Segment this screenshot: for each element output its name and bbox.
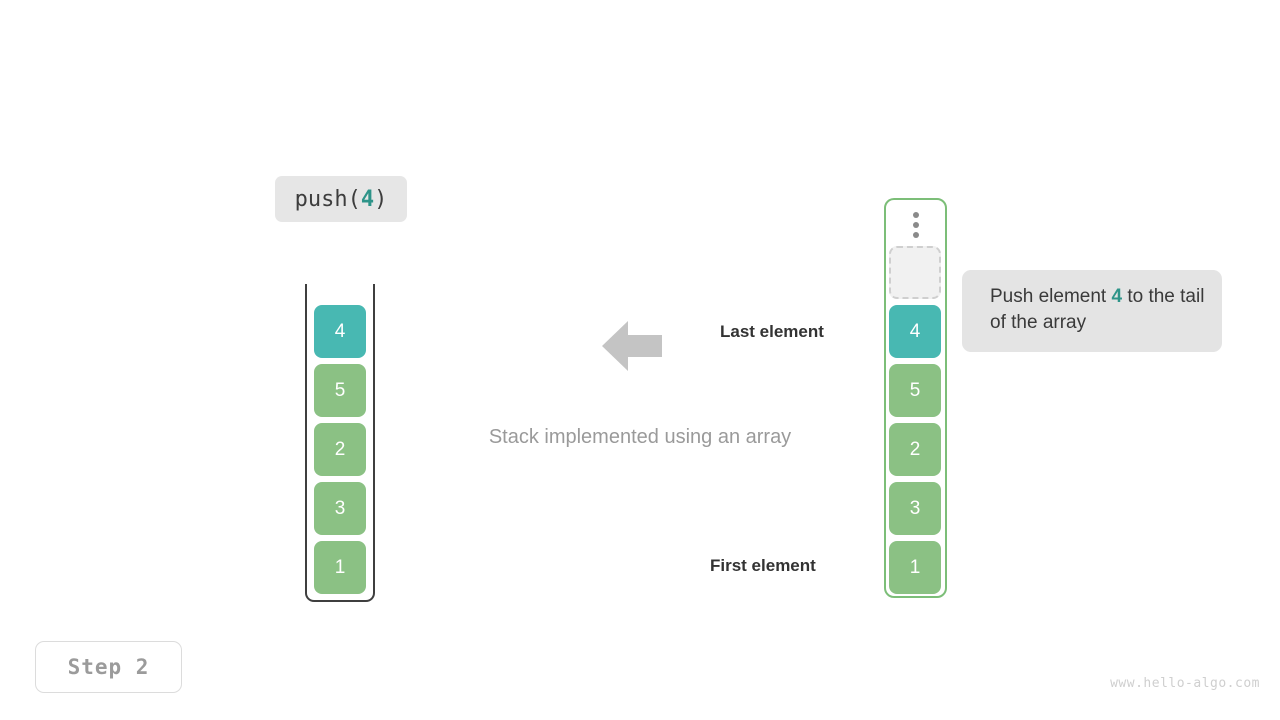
stack-cell-value: 4: [334, 320, 346, 342]
array-cell: 1: [889, 541, 941, 594]
array-cell: 2: [889, 423, 941, 476]
stack-cell-value: 1: [334, 556, 346, 578]
array-items: 4 5 2 3 1: [889, 246, 941, 600]
stack-cell-value: 5: [334, 379, 346, 401]
tooltip-description: Push element 4 to the tail of the array: [962, 270, 1222, 353]
annotation-last-element: Last element: [720, 322, 824, 341]
operation-prefix: push(: [294, 186, 361, 212]
array-cell-empty: [889, 246, 941, 299]
stack-cell: 5: [314, 364, 366, 417]
stack-cell: 2: [314, 423, 366, 476]
stack-cell-value: 2: [334, 438, 346, 460]
stack-items: 4 5 2 3 1: [314, 305, 366, 600]
stack-cell: 4: [314, 305, 366, 358]
stack-container-outline: [305, 284, 375, 602]
stack-cell: 1: [314, 541, 366, 594]
watermark: www.hello-algo.com: [1110, 676, 1260, 691]
stack-diagram: 4 5 2 3 1: [305, 284, 375, 602]
diagram-caption: Stack implemented using an array: [488, 426, 792, 448]
array-cell-value: 4: [909, 320, 921, 342]
annotation-first-element: First element: [710, 556, 816, 575]
arrow-left-icon: [602, 318, 662, 374]
step-badge: Step 2: [35, 641, 182, 693]
operation-suffix: ): [374, 186, 388, 212]
array-cell: 5: [889, 364, 941, 417]
array-cell: 4: [889, 305, 941, 358]
array-diagram: 4 5 2 3 1: [884, 198, 947, 598]
stack-cell-value: 3: [334, 497, 346, 519]
array-cell: 3: [889, 482, 941, 535]
operation-value: 4: [360, 186, 375, 212]
array-cell-value: 2: [909, 438, 921, 460]
array-cell-value: 1: [909, 556, 921, 578]
stack-cell: 3: [314, 482, 366, 535]
operation-label: push(4): [275, 176, 407, 222]
tooltip-text-after: to the tail of the array: [990, 286, 1205, 334]
array-cell-value: 5: [909, 379, 921, 401]
tooltip-text-before: Push element: [990, 286, 1112, 307]
tooltip-accent-value: 4: [1111, 286, 1123, 307]
vertical-ellipsis-icon: [912, 212, 919, 238]
array-cell-value: 3: [909, 497, 921, 519]
